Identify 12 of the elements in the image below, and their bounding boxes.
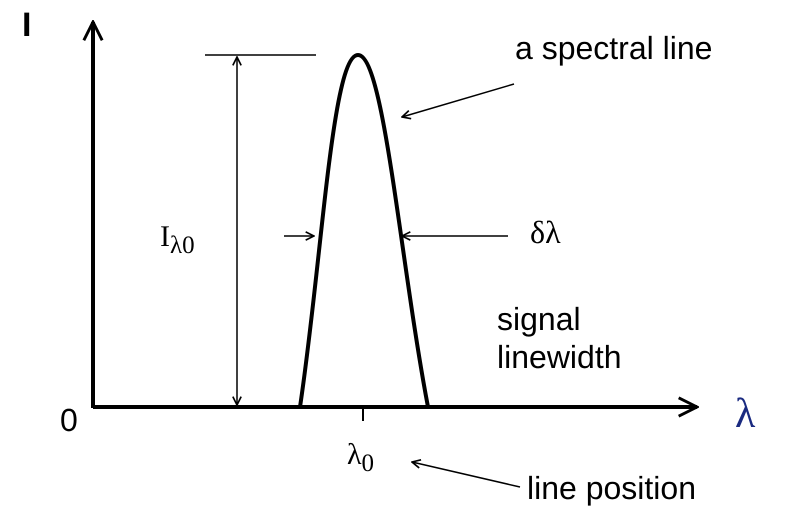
axis-value: λ$_{0}$ — [347, 440, 374, 476]
annotation-text: signal linewidth — [497, 300, 623, 377]
annotation-text: line position — [527, 472, 696, 504]
spectral-curve — [298, 53, 430, 408]
axis-title: λ — [735, 393, 756, 435]
annotation-text: a spectral line — [515, 32, 712, 64]
dimension-label: δλ — [530, 216, 561, 248]
leader-line — [411, 458, 520, 488]
leader-line — [401, 83, 514, 120]
axis-title: I — [22, 8, 32, 42]
axis-origin: 0 — [60, 404, 78, 436]
dimension-label: I$_{λ0}$ — [160, 222, 195, 258]
